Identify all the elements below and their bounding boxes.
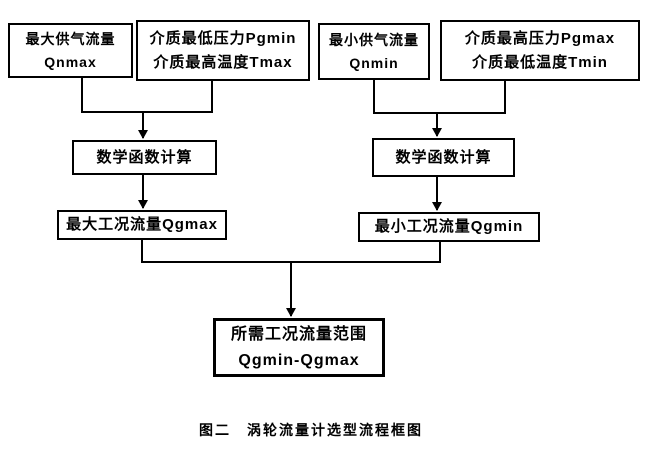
box-min-supply-flow-line2: Qnmin xyxy=(349,54,399,71)
box-max-pressure-min-temp-line2: 介质最低温度Tmin xyxy=(472,53,608,71)
box-max-pressure-min-temp-line1: 介质最高压力Pgmax xyxy=(464,29,616,47)
box-required-flow-range-line1: 所需工况流量范围 xyxy=(230,325,367,343)
box-min-working-flow: 最小工况流量Qgmin xyxy=(358,212,540,242)
box-min-pressure-max-temp: 介质最低压力Pgmin 介质最高温度Tmax xyxy=(136,20,310,81)
box-max-pressure-min-temp: 介质最高压力Pgmax 介质最低温度Tmin xyxy=(440,20,640,81)
box-min-supply-flow: 最小供气流量 Qnmin xyxy=(318,23,430,80)
figure-caption: 图二 涡轮流量计选型流程框图 xyxy=(199,422,423,438)
box-math-calc-right-label: 数学函数计算 xyxy=(395,148,492,166)
box-math-calc-left-label: 数学函数计算 xyxy=(96,148,193,166)
box-max-working-flow: 最大工况流量Qgmax xyxy=(57,210,227,240)
box-max-working-flow-label: 最大工况流量Qgmax xyxy=(66,216,218,233)
box-required-flow-range-line2: Qgmin-Qgmax xyxy=(238,351,360,369)
box-min-supply-flow-line1: 最小供气流量 xyxy=(329,32,419,49)
box-max-supply-flow-line2: Qnmax xyxy=(44,53,97,70)
box-min-pressure-max-temp-line2: 介质最高温度Tmax xyxy=(153,53,293,71)
box-max-supply-flow-line1: 最大供气流量 xyxy=(25,31,116,48)
box-math-calc-right: 数学函数计算 xyxy=(372,138,515,177)
box-min-working-flow-label: 最小工况流量Qgmin xyxy=(374,218,524,235)
box-required-flow-range: 所需工况流量范围 Qgmin-Qgmax xyxy=(213,318,385,377)
box-math-calc-left: 数学函数计算 xyxy=(72,140,217,175)
box-max-supply-flow: 最大供气流量 Qnmax xyxy=(8,23,133,78)
box-min-pressure-max-temp-line1: 介质最低压力Pgmin xyxy=(149,29,297,47)
